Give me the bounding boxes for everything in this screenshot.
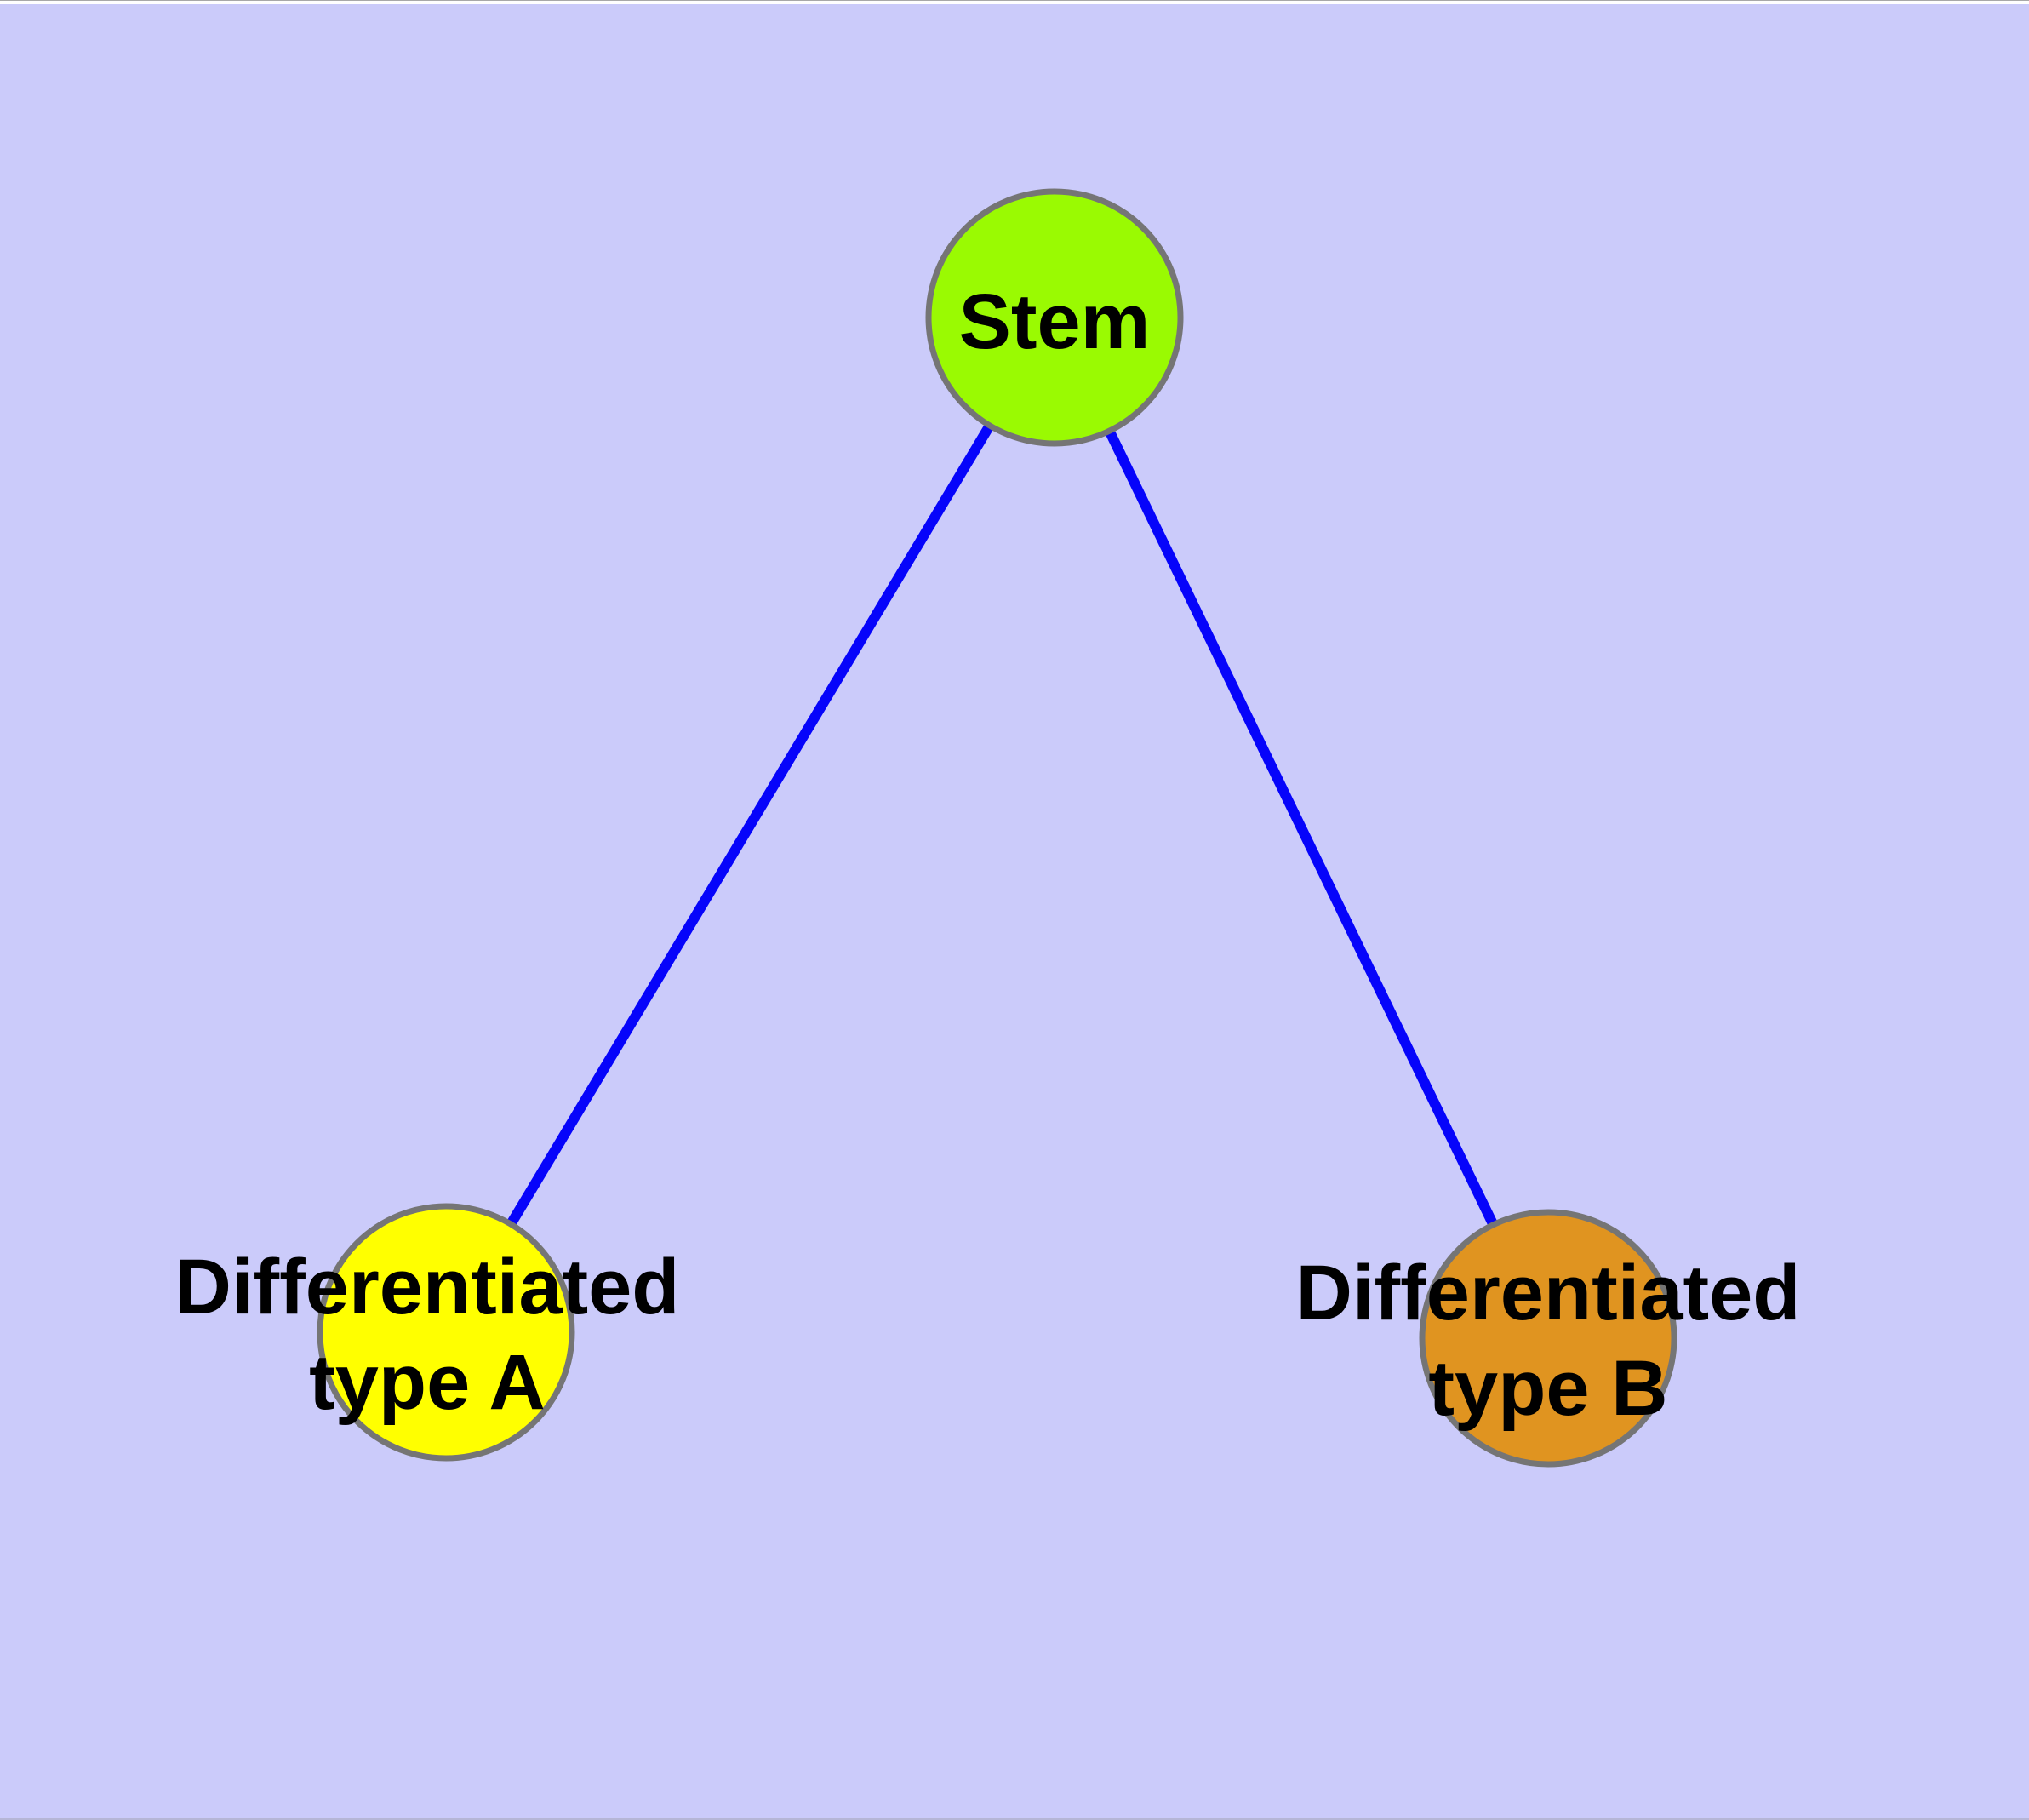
node-type-b-label-line2: type B: [1428, 1345, 1668, 1432]
window-bottom-edge: [0, 1818, 2029, 1820]
node-stem-label-line1: Stem: [958, 278, 1151, 365]
node-type-a-label: Differentiated type A: [175, 1239, 680, 1430]
node-type-b-label: Differentiated type B: [1296, 1245, 1801, 1436]
node-type-b-label-line1: Differentiated: [1295, 1250, 1801, 1336]
node-stem-label: Stem: [959, 274, 1151, 369]
window-top-edge: [0, 0, 2029, 4]
node-type-a-label-line2: type A: [309, 1339, 546, 1426]
node-type-a-circle: [317, 1203, 575, 1462]
node-type-a-label-line1: Differentiated: [174, 1244, 680, 1331]
node-stem-circle: [925, 188, 1184, 447]
edge-stem-to-type-b: [1049, 315, 1553, 1341]
edge-stem-to-type-a: [441, 314, 1060, 1336]
node-type-b-circle: [1419, 1209, 1677, 1468]
